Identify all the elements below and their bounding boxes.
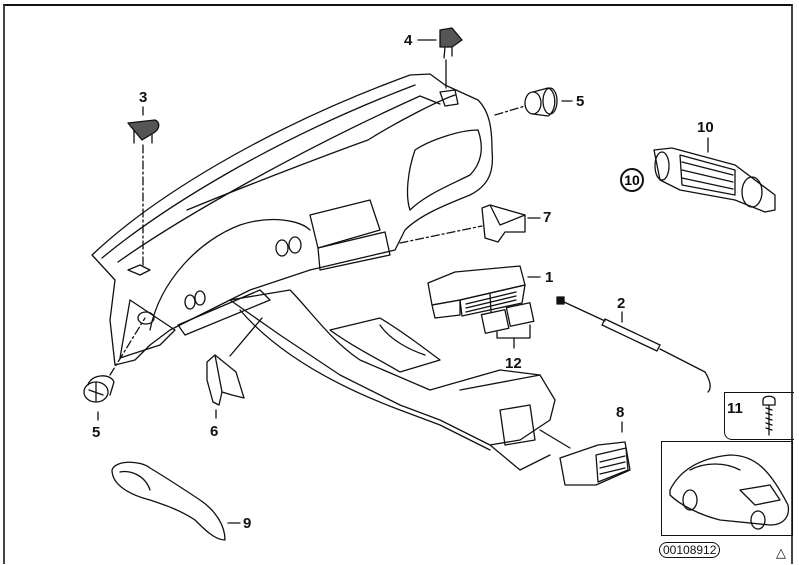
part-8-rear-vent bbox=[539, 421, 631, 486]
callout-7[interactable]: 7 bbox=[543, 209, 552, 226]
dashboard-panel bbox=[91, 73, 494, 366]
callout-8[interactable]: 8 bbox=[616, 404, 625, 421]
diagram-frame bbox=[3, 4, 793, 564]
callout-5-right[interactable]: 5 bbox=[576, 93, 585, 110]
callout-4[interactable]: 4 bbox=[404, 32, 413, 49]
callout-12[interactable]: 12 bbox=[505, 355, 522, 372]
car-silhouette-icon bbox=[669, 454, 790, 530]
center-console bbox=[229, 289, 556, 471]
part-4-defroster-cover bbox=[417, 27, 463, 89]
callout-1[interactable]: 1 bbox=[545, 269, 554, 286]
screw-icon bbox=[762, 395, 776, 436]
part-7-clip bbox=[399, 204, 541, 244]
inset-screw-label: 11 bbox=[727, 400, 743, 417]
part-3-defroster-cover bbox=[127, 106, 160, 266]
part-5-nozzle-left bbox=[83, 317, 146, 421]
callout-9[interactable]: 9 bbox=[243, 515, 252, 532]
callout-2[interactable]: 2 bbox=[617, 295, 626, 312]
callout-11-circled[interactable]: 10 bbox=[620, 168, 644, 192]
callout-11-text: 10 bbox=[624, 172, 640, 188]
part-1-center-vent bbox=[427, 265, 526, 319]
inset-car-box bbox=[661, 441, 793, 536]
callout-10[interactable]: 10 bbox=[697, 119, 714, 136]
part-5-nozzle-right bbox=[494, 87, 573, 117]
part-9-air-duct bbox=[111, 461, 241, 541]
part-2-cable bbox=[556, 296, 711, 393]
part-10-side-vent bbox=[653, 137, 776, 213]
callout-3[interactable]: 3 bbox=[139, 89, 148, 106]
warning-triangle-icon: △ bbox=[776, 545, 786, 560]
part-12-vent-inserts bbox=[480, 302, 535, 349]
diagram-number: 00108912 bbox=[659, 542, 721, 558]
callout-6[interactable]: 6 bbox=[210, 423, 219, 440]
inset-screw-box: 11 bbox=[724, 392, 794, 440]
part-6-trim-piece bbox=[206, 317, 263, 419]
callout-5-left[interactable]: 5 bbox=[92, 424, 101, 441]
